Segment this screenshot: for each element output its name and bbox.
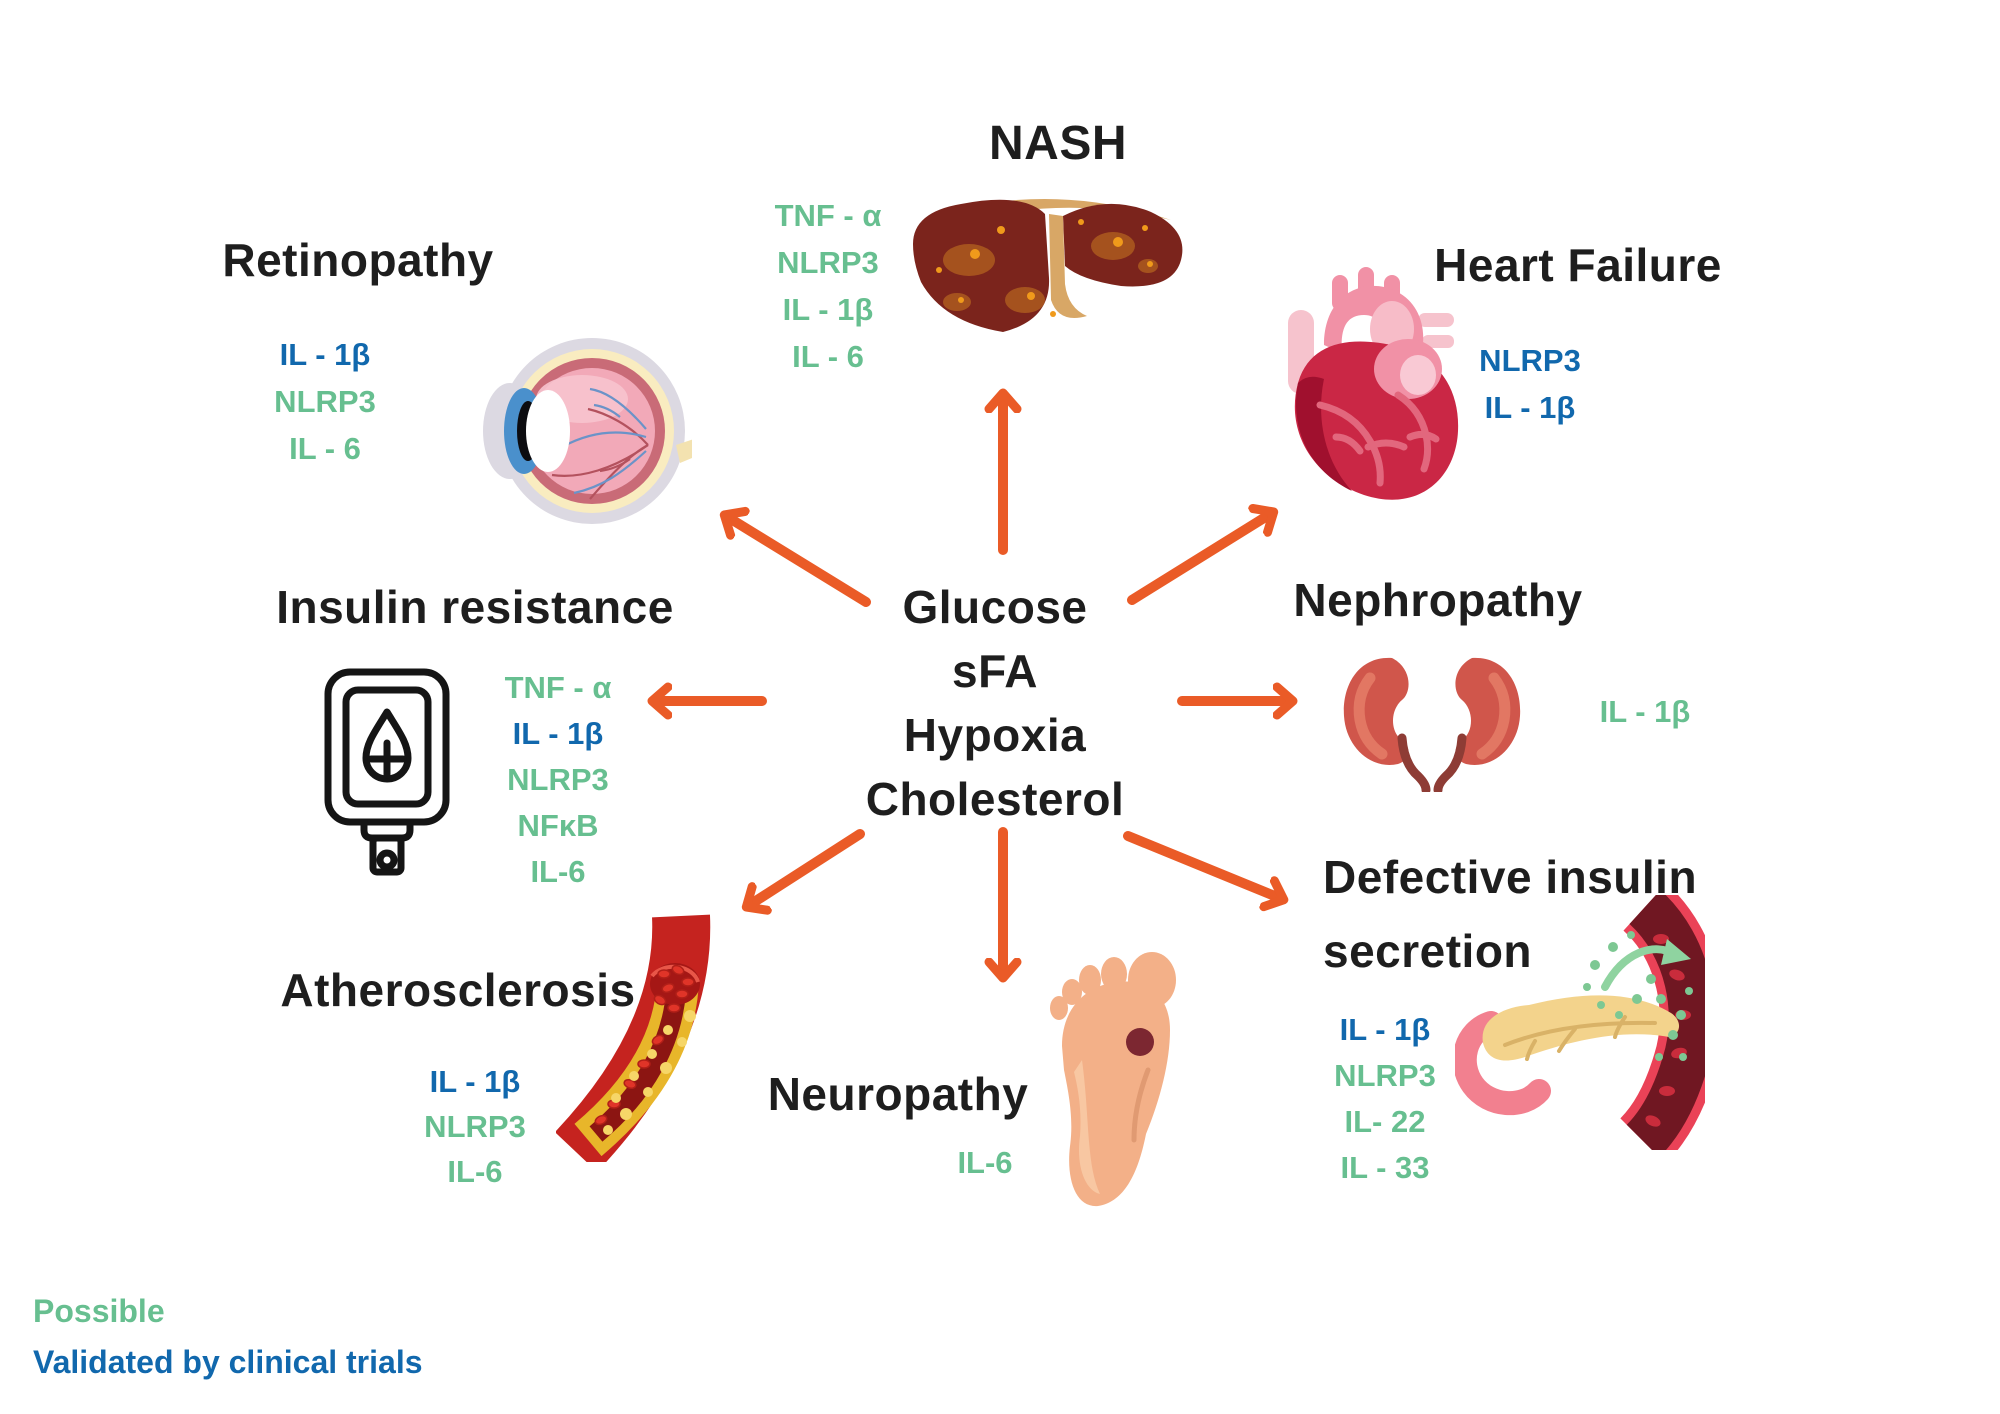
- mediator-label: NLRP3: [1479, 343, 1581, 378]
- mediator-label: IL- 22: [1344, 1104, 1426, 1139]
- central-stimulus: Hypoxia: [903, 709, 1087, 761]
- neuropathy-mediator-list: IL-6: [957, 1140, 1012, 1186]
- legend-possible: Possible: [33, 1293, 165, 1329]
- atherosclerosis-title: Atherosclerosis: [280, 964, 636, 1016]
- mediator-label: IL - 1β: [1339, 1012, 1431, 1047]
- mediator-label: IL - 33: [1340, 1150, 1430, 1185]
- insulin-resistance-title: Insulin resistance: [276, 581, 674, 633]
- glucometer-icon: [324, 668, 450, 876]
- eye-icon: [483, 338, 692, 524]
- central-stimuli: Glucose sFA Hypoxia Cholesterol: [866, 575, 1125, 831]
- heart-failure-mediator-list: NLRP3 IL - 1β: [1479, 337, 1581, 431]
- mediator-label: IL - 1β: [512, 716, 604, 751]
- mediator-label: IL - 1β: [279, 337, 371, 372]
- legend: Possible Validated by clinical trials: [33, 1286, 423, 1388]
- mediator-label: IL-6: [530, 854, 586, 889]
- central-stimulus: Cholesterol: [865, 773, 1125, 825]
- arrow-to-retinopathy: [726, 516, 871, 607]
- mediator-label: TNF - α: [774, 198, 882, 233]
- mediator-label: IL - 1β: [1484, 390, 1576, 425]
- mediator-label: NLRP3: [777, 245, 879, 280]
- arrow-to-defective-insulin-secretion: [1123, 831, 1282, 899]
- mediator-label: NFκB: [517, 808, 599, 843]
- mediator-label: IL-6: [957, 1145, 1013, 1180]
- mediator-label: IL - 6: [289, 431, 361, 466]
- defective-insulin-secretion-mediator-list: IL - 1β NLRP3 IL- 22 IL - 33: [1334, 1007, 1436, 1191]
- legend-validated: Validated by clinical trials: [33, 1344, 423, 1380]
- nephropathy-mediator-list: IL - 1β: [1600, 689, 1691, 735]
- central-stimulus: sFA: [952, 645, 1038, 697]
- liver-icon: [913, 198, 1183, 332]
- nephropathy-title: Nephropathy: [1293, 574, 1583, 626]
- retinopathy-title: Retinopathy: [222, 234, 494, 286]
- mediator-label: NLRP3: [1334, 1058, 1436, 1093]
- pancreas-icon: [1455, 895, 1705, 1150]
- atherosclerosis-mediator-list: IL - 1β NLRP3 IL-6: [424, 1059, 526, 1194]
- mediator-label: NLRP3: [507, 762, 609, 797]
- nash-title: NASH: [988, 117, 1128, 170]
- mediator-label: IL-6: [447, 1154, 503, 1189]
- kidneys-icon: [1343, 657, 1521, 792]
- title-line: Defective insulin: [1323, 851, 1698, 903]
- nash-mediator-list: TNF - α NLRP3 IL - 1β IL - 6: [775, 192, 882, 380]
- mediator-label: IL - 1β: [429, 1064, 521, 1099]
- insulin-resistance-mediator-list: TNF - α IL - 1β NLRP3 NFκB IL-6: [505, 665, 612, 895]
- central-stimulus: Glucose: [902, 581, 1088, 633]
- artery-icon: [556, 914, 711, 1162]
- mediator-label: TNF - α: [504, 670, 612, 705]
- title-line: secretion: [1323, 925, 1533, 977]
- foot-icon: [1050, 952, 1176, 1207]
- mediator-label: IL - 1β: [1599, 694, 1691, 729]
- neuropathy-title: Neuropathy: [767, 1068, 1029, 1120]
- mediator-label: IL - 1β: [782, 292, 874, 327]
- arrow-to-atherosclerosis: [748, 829, 865, 906]
- defective-insulin-secretion-title: Defective insulin secretion: [1323, 840, 1697, 988]
- heart-failure-title: Heart Failure: [1434, 239, 1722, 291]
- mediator-label: NLRP3: [274, 384, 376, 419]
- mediator-label: IL - 6: [792, 339, 864, 374]
- retinopathy-mediator-list: IL - 1β NLRP3 IL - 6: [274, 331, 376, 472]
- heart-icon: [1288, 267, 1459, 500]
- arrow-to-heart-failure: [1127, 513, 1272, 605]
- mediator-label: NLRP3: [424, 1109, 526, 1144]
